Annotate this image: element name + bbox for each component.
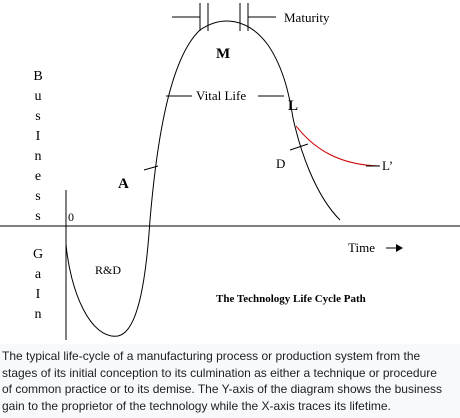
y-letter-9: G <box>33 247 43 262</box>
caption-line: The typical life-cycle of a manufacturin… <box>2 349 421 363</box>
y-letter-3: s <box>35 109 40 124</box>
m-label: M <box>216 46 230 62</box>
caption-line: gain to the proprietor of the technology… <box>2 398 391 413</box>
y-letter-7: s <box>35 189 40 204</box>
l-prime-label: L’ <box>382 158 393 173</box>
life-cycle-curve <box>65 20 341 337</box>
figure-caption: The typical life-cycle of a manufacturin… <box>0 344 460 418</box>
d-label: D <box>276 156 285 171</box>
y-letter-8: s <box>35 209 40 224</box>
diagram-title: The Technology Life Cycle Path <box>216 293 366 305</box>
l-label: L <box>288 98 298 114</box>
life-cycle-diagram: B u s I n e s s G a I n 0 Maturity M Vit… <box>0 3 460 340</box>
maturity-label: Maturity <box>284 10 330 25</box>
y-letter-11: I <box>36 287 41 302</box>
time-arrow-head <box>396 244 403 252</box>
y-letter-4: I <box>36 129 41 144</box>
y-letter-2: u <box>35 89 42 104</box>
caption-line: of common practice or to its demise. The… <box>2 382 442 396</box>
vital-life-label: Vital Life <box>196 88 246 103</box>
origin-label: 0 <box>68 210 74 224</box>
alternate-path-curve <box>295 125 381 167</box>
y-letter-10: a <box>35 267 42 282</box>
tick-a <box>143 165 159 171</box>
y-letter-12: n <box>35 307 42 322</box>
time-label: Time <box>348 240 375 255</box>
tick-d <box>289 143 309 151</box>
y-letter-6: e <box>35 169 41 184</box>
y-axis-label: B u s I n e s s G a I n <box>33 69 43 322</box>
y-letter-1: B <box>33 69 42 84</box>
rd-label: R&D <box>95 263 121 277</box>
y-letter-5: n <box>35 149 42 164</box>
a-label: A <box>118 176 129 192</box>
caption-line: stages of its initial conception to its … <box>2 365 437 380</box>
